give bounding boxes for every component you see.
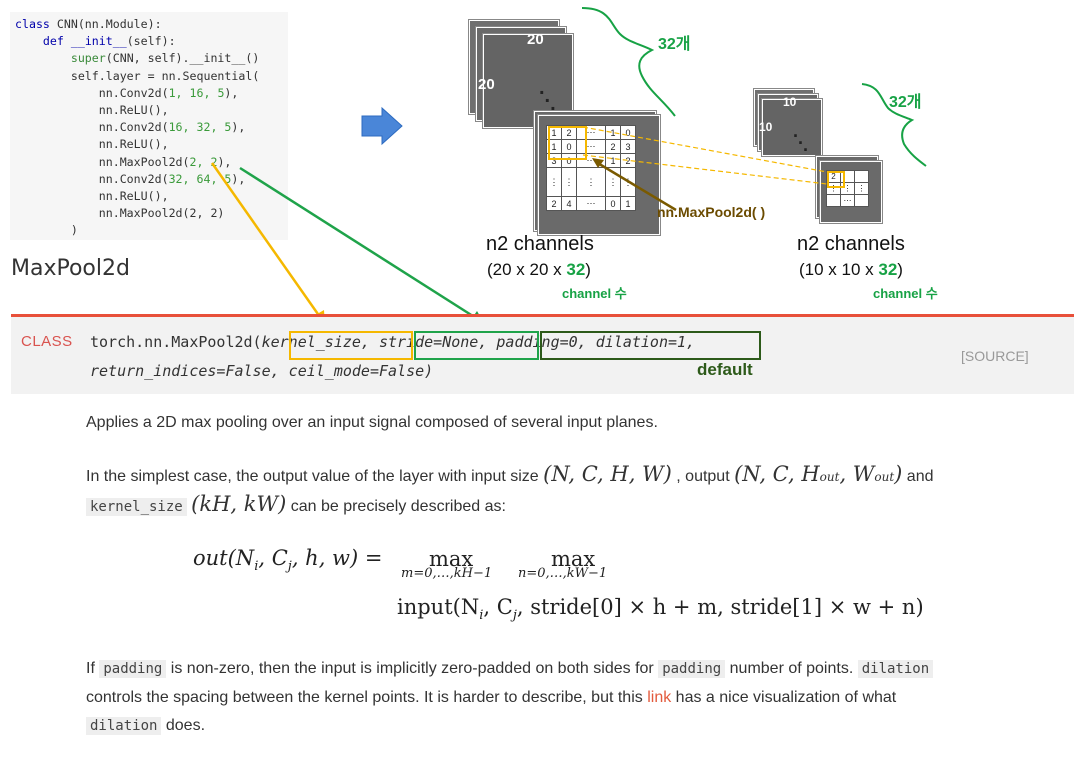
- padding-dilation-highlight: [540, 331, 761, 360]
- output-caption: n2 channels: [797, 233, 905, 255]
- class-label: CLASS: [21, 333, 73, 350]
- input-caption: n2 channels: [486, 233, 594, 255]
- maxpool-label: nn.MaxPool2d( ): [657, 204, 766, 220]
- equation-max-1-sub: m=0,…,kH−1: [401, 566, 493, 581]
- map-width-label: 20: [527, 31, 544, 48]
- grid-cell: [854, 194, 869, 207]
- map-height-label: 20: [478, 76, 495, 93]
- doc-paragraph-1: Applies a 2D max pooling over an input s…: [86, 414, 658, 431]
- signature-line-2: return_indices=False, ceil_mode=False): [90, 362, 434, 380]
- section-title: MaxPool2d: [11, 256, 130, 281]
- small-channel-count-label: 32개: [889, 94, 922, 111]
- equation-rhs: input(Ni, Cj, stride[0] × h + m, stride[…: [397, 595, 924, 624]
- equation-max-2-sub: n=0,…,kW−1: [518, 566, 608, 581]
- kernel-size-highlight: [289, 331, 413, 360]
- doc-paragraph-3: kernel_size (kH, kW) can be precisely de…: [86, 492, 506, 516]
- output-dims: (10 x 10 x 32): [799, 260, 903, 279]
- equation-max-2: max: [551, 547, 596, 571]
- pool-window-highlight: [548, 126, 587, 160]
- equation-lhs: out(Ni, Cj, h, w) =: [193, 546, 383, 575]
- output-channel-note: channel 수: [873, 286, 938, 301]
- pooled-cell-highlight: [827, 171, 845, 188]
- small-map-width-label: 10: [783, 95, 797, 109]
- doc-paragraph-6: dilation does.: [86, 717, 205, 735]
- doc-paragraph-5: controls the spacing between the kernel …: [86, 689, 897, 706]
- small-stack-dots: . . .: [793, 121, 809, 155]
- doc-paragraph-2: In the simplest case, the output value o…: [86, 462, 934, 486]
- channel-brace: [581, 7, 676, 117]
- code-snippet: class CNN(nn.Module): def __init__(self)…: [10, 12, 288, 240]
- signature-box: [11, 317, 1074, 394]
- small-channel-brace: [861, 83, 927, 167]
- default-label: default: [697, 360, 753, 379]
- stride-highlight: [414, 331, 539, 360]
- doc-paragraph-4: If padding is non-zero, then the input i…: [86, 660, 934, 678]
- input-dims: (20 x 20 x 32): [487, 260, 591, 279]
- channel-count-label: 32개: [658, 36, 691, 53]
- right-arrow-icon: [361, 106, 403, 146]
- code-text: class CNN(nn.Module): def __init__(self)…: [15, 17, 260, 238]
- grid-cell: 1: [620, 196, 636, 211]
- visualization-link[interactable]: link: [647, 689, 672, 706]
- grid-cell: ⋮: [854, 182, 869, 195]
- equation-max-1: max: [429, 547, 474, 571]
- small-map-height-label: 10: [759, 120, 773, 134]
- signature-divider: [11, 314, 1074, 317]
- source-link[interactable]: [SOURCE]: [961, 348, 1029, 364]
- stack-dots: . . .: [539, 77, 556, 115]
- input-channel-note: channel 수: [562, 286, 627, 301]
- grid-cell: ⋯: [576, 196, 606, 211]
